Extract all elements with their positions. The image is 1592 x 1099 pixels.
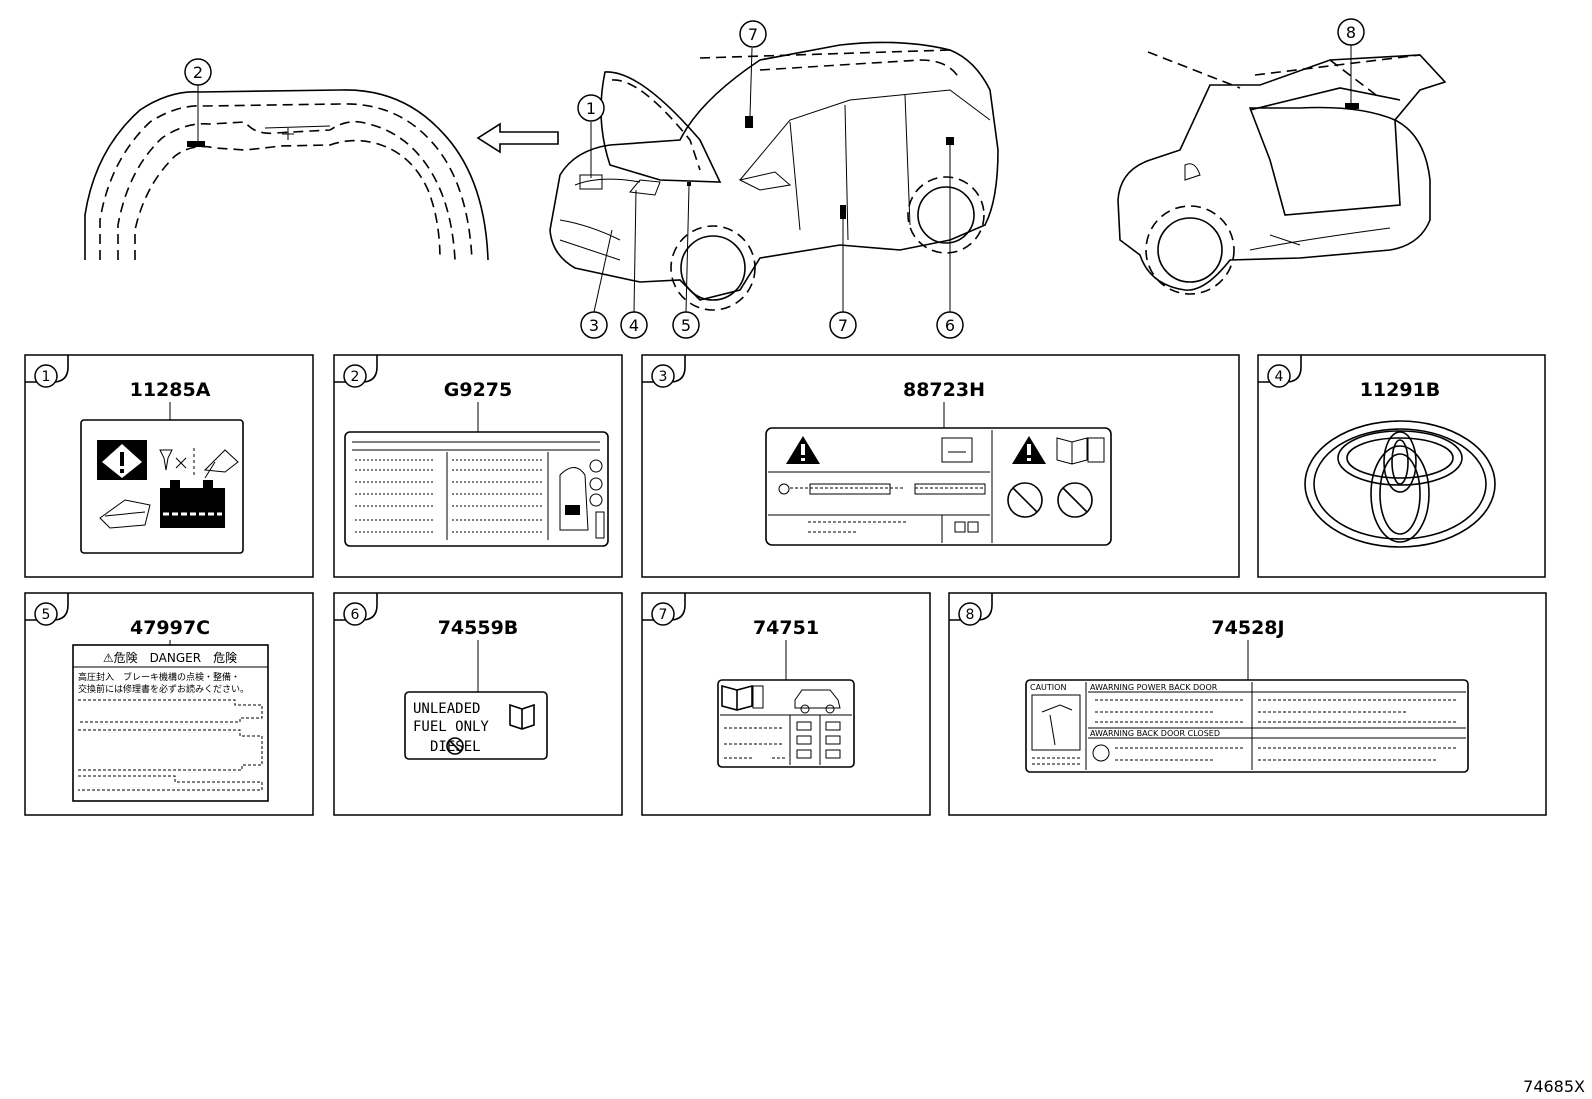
fuel-label <box>404 691 548 760</box>
svg-text:4: 4 <box>629 316 639 335</box>
svg-text:7: 7 <box>748 25 758 44</box>
caution-text: CAUTION <box>1030 683 1066 692</box>
prohibited-hand-icon <box>1092 744 1110 762</box>
wheel-arch-illustration <box>84 84 559 261</box>
panel-1: 1 11285A <box>24 354 314 578</box>
warning-power-back-door: AWARNING POWER BACK DOOR <box>1090 683 1218 692</box>
svg-text:6: 6 <box>351 607 360 623</box>
danger-header: ⚠危険 DANGER 危険 <box>103 651 237 665</box>
svg-text:1: 1 <box>42 369 51 385</box>
callout-circles: 2 1 7 8 3 4 5 7 6 <box>184 18 1365 339</box>
svg-text:8: 8 <box>1346 23 1356 42</box>
part-number-7: 74751 <box>753 617 819 639</box>
panel-3: 3 88723H <box>641 354 1240 578</box>
part-number-4: 11291B <box>1360 379 1441 401</box>
callout-5-bottom <box>672 311 700 339</box>
svg-text:3: 3 <box>659 369 668 385</box>
part-number-6: 74559B <box>438 617 519 639</box>
no-child-seat-icon <box>1007 482 1043 518</box>
svg-text:7: 7 <box>838 316 848 335</box>
tire-pressure-label <box>344 431 609 547</box>
diagram-id: 74685X <box>1523 1077 1585 1096</box>
callout-8-top <box>1337 18 1365 46</box>
svg-text:8: 8 <box>966 607 975 623</box>
no-wrench-icon <box>159 449 187 471</box>
part-number-2: G9275 <box>444 379 512 401</box>
coolant-pour-icon <box>203 449 239 479</box>
svg-text:5: 5 <box>681 316 691 335</box>
danger-line-2: 交換前には修理書を必ずお読みください。 <box>78 683 249 695</box>
svg-text:3: 3 <box>589 316 599 335</box>
svg-text:5: 5 <box>42 607 51 623</box>
prohibited-icon <box>446 737 464 755</box>
part-number-5: 47997C <box>130 617 210 639</box>
back-door-warning-label <box>1025 679 1469 773</box>
panel-2: 2 G9275 <box>333 354 623 578</box>
svg-text:7: 7 <box>659 607 668 623</box>
panel-7: 7 74751 <box>641 592 931 816</box>
part-number-3: 88723H <box>903 379 985 401</box>
fuel-line-2: FUEL ONLY <box>413 719 489 735</box>
rear-vehicle-illustration <box>1117 44 1447 295</box>
panel-4: 4 11291B <box>1257 354 1546 578</box>
callout-7-top <box>739 20 767 48</box>
svg-text:4: 4 <box>1275 369 1284 385</box>
hand-icon <box>1031 694 1081 751</box>
radiator-tank-icon <box>160 488 225 528</box>
panel-8: 8 74528J CAUTION AWARNING POWER BACK DOO… <box>948 592 1547 816</box>
airbag-caution-label <box>765 427 1112 546</box>
callout-7-bottom <box>829 311 857 339</box>
svg-text:1: 1 <box>586 99 596 118</box>
callout-1-top <box>577 94 605 122</box>
svg-text:2: 2 <box>351 369 360 385</box>
callout-6-bottom <box>936 311 964 339</box>
fuel-line-1: UNLEADED <box>413 701 480 717</box>
vehicle-info-label <box>717 679 855 768</box>
label-location-marker <box>187 141 205 147</box>
callout-2-top <box>184 58 212 86</box>
danger-label <box>72 644 269 802</box>
part-number-8: 74528J <box>1211 617 1284 639</box>
danger-line-1: 高圧封入 ブレーキ機構の点検・整備・ <box>78 671 240 683</box>
panel-5: 5 47997C ⚠危険 DANGER 危険 高圧封入 ブレーキ機構の点検・整備… <box>24 592 314 816</box>
warning-back-door-closed: AWARNING BACK DOOR CLOSED <box>1090 729 1220 738</box>
manual-icon <box>509 703 535 730</box>
coolant-label <box>80 419 244 554</box>
callout-4-bottom <box>620 311 648 339</box>
part-number-1: 11285A <box>130 379 211 401</box>
service-manual-icon <box>941 437 973 463</box>
front-vehicle-illustration <box>549 41 999 313</box>
panel-6: 6 74559B UNLEADED FUEL ONLY DIESEL <box>333 592 623 816</box>
callout-3-bottom <box>580 311 608 339</box>
book-icon <box>99 499 151 529</box>
arrow-left-icon <box>476 122 559 154</box>
svg-text:2: 2 <box>193 63 203 82</box>
toyota-emblem <box>1304 420 1496 548</box>
svg-text:6: 6 <box>945 316 955 335</box>
